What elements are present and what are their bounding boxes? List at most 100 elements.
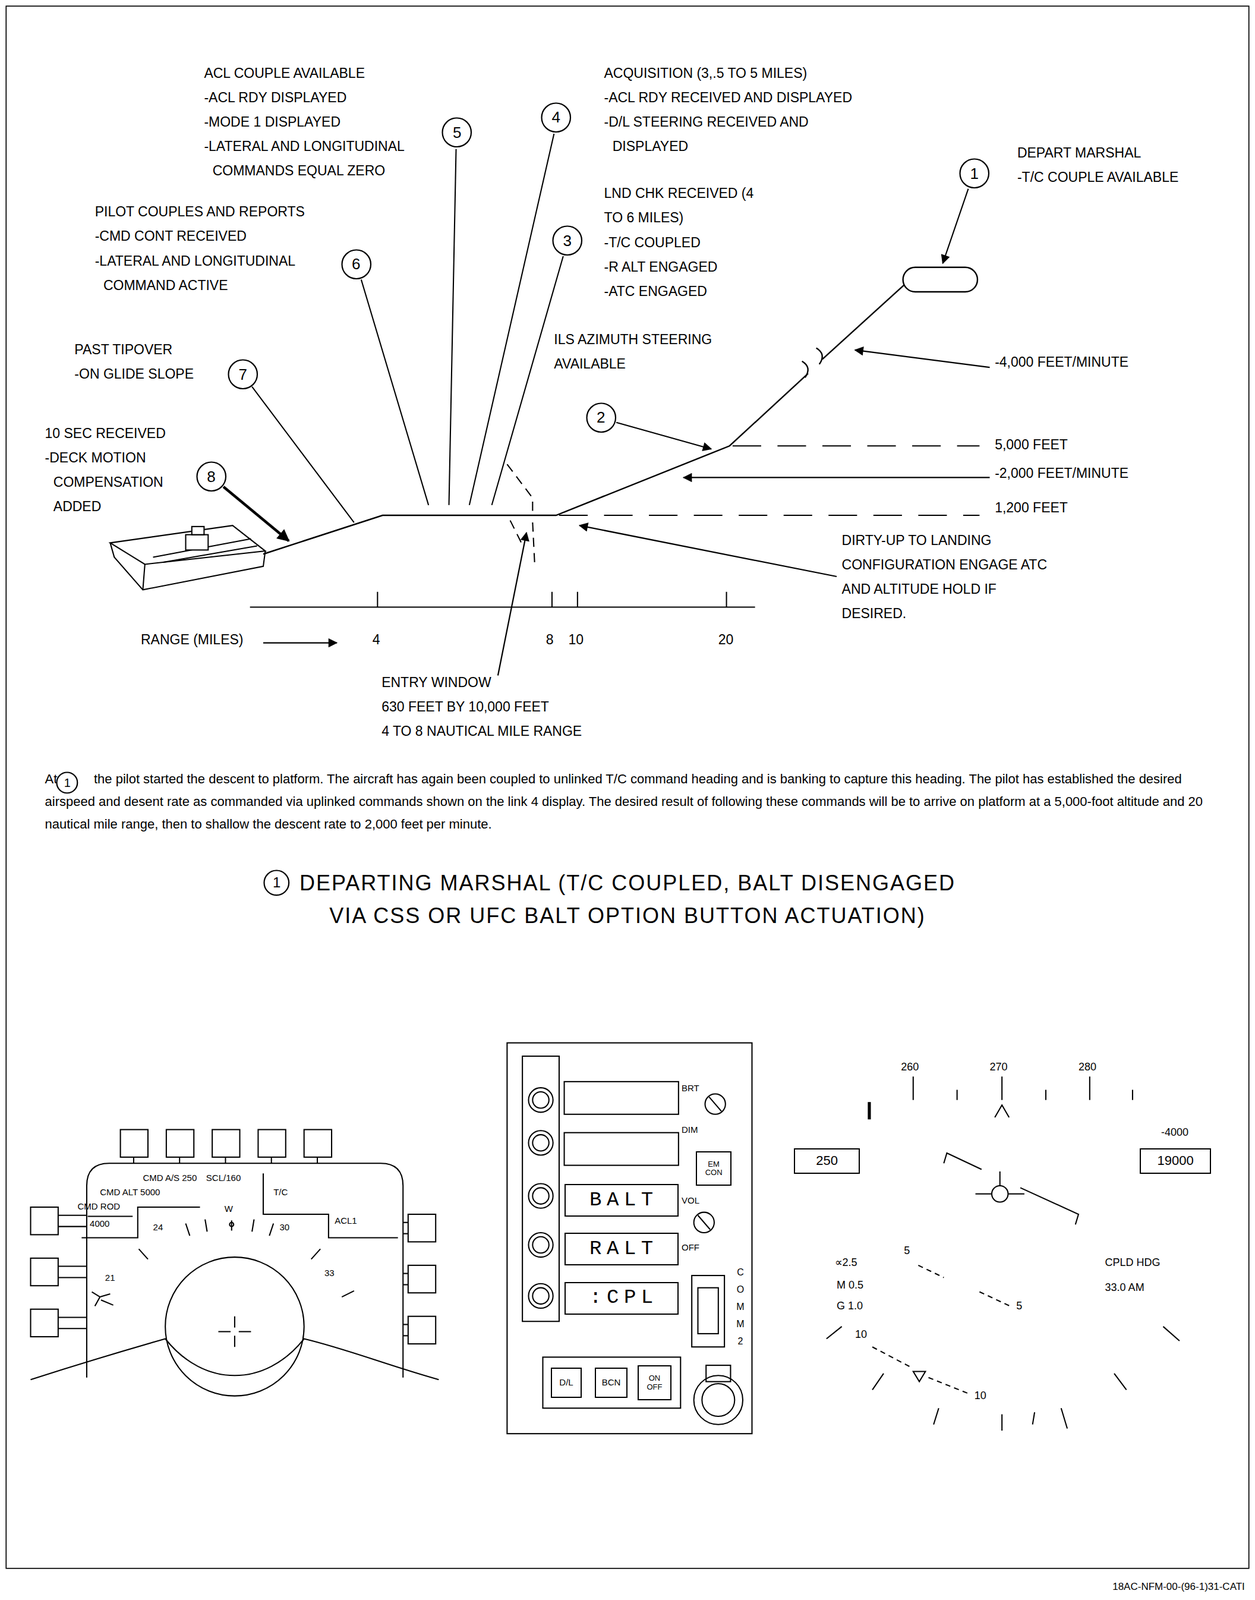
ddi-display — [408, 1213, 436, 1242]
node-text: 19000 — [1156, 1153, 1194, 1168]
hud-display — [872, 1373, 884, 1390]
annotation-text: -DECK MOTION COMPENSATION ADDED — [45, 445, 195, 519]
airspeed-box: 250 — [793, 1148, 861, 1174]
annotation-text: ∝2.5 — [834, 1255, 858, 1269]
ddi-display — [166, 1129, 194, 1157]
annotation-text: -ACL RDY DISPLAYED — [203, 85, 469, 110]
ufc-button: BCN — [594, 1367, 628, 1399]
ddi-display — [30, 1338, 440, 1380]
annotation-text: -ATC ENGAGED — [604, 279, 708, 304]
callout-number: 6 — [351, 255, 361, 273]
annotation-text: SCL/160 — [206, 1171, 241, 1184]
reference-line — [559, 514, 980, 516]
leader-line — [223, 486, 289, 541]
ddi-display — [229, 1222, 234, 1227]
ufc-panel — [532, 1134, 549, 1151]
callout-number: 5 — [452, 124, 462, 142]
ddi-display — [95, 1296, 101, 1306]
ddi-display — [58, 1316, 87, 1318]
leader-line — [616, 422, 712, 450]
ddi-display — [224, 1156, 226, 1163]
annotation-text: 33.0 AM — [1105, 1280, 1145, 1294]
ufc-button: EM CON — [695, 1151, 732, 1186]
ddi-display — [99, 1293, 110, 1297]
annotation-text: CMD A/S 250 — [142, 1171, 197, 1184]
hud-display — [1131, 1089, 1134, 1100]
annotation-text: 18AC-NFM-00-(96-1)31-CATI — [1112, 1580, 1245, 1594]
flight-path — [822, 278, 911, 360]
hud-display — [1001, 1414, 1003, 1431]
figure-title: DEPARTING MARSHAL (T/C COUPLED, BALT DIS… — [285, 866, 970, 932]
ufc-panel — [697, 1215, 711, 1230]
hud-display — [933, 1407, 939, 1424]
callout-circle: 8 — [196, 461, 227, 493]
hud-display — [913, 1370, 926, 1381]
node-text: BCN — [601, 1377, 621, 1388]
flight-path — [903, 267, 978, 292]
pointer-arrow — [683, 476, 990, 478]
leader-line — [361, 279, 429, 505]
leader-line — [469, 133, 555, 506]
annotation-text: DIM — [681, 1124, 699, 1135]
annotation-text: 5 — [903, 1243, 910, 1257]
reference-line — [559, 445, 980, 516]
ddi-display — [120, 1129, 148, 1157]
leader-line — [943, 188, 969, 264]
ufc-panel — [532, 1287, 549, 1304]
ddi-display — [133, 1156, 135, 1163]
circle-outline — [552, 226, 582, 256]
annotation-text: T/C — [273, 1186, 288, 1198]
hud-display — [1045, 1089, 1047, 1100]
ufc-panel — [694, 1375, 743, 1424]
annotation-text: ACL COUPLE AVAILABLE — [203, 61, 469, 86]
circle-outline — [541, 102, 572, 132]
circle-outline — [586, 402, 616, 433]
annotation-text: 20 — [718, 627, 734, 652]
leader-line — [251, 386, 355, 523]
annotation-text: BRT — [681, 1082, 700, 1094]
ddi-display — [402, 1323, 409, 1325]
option-window: :CPL — [564, 1281, 679, 1315]
reference-line — [732, 445, 980, 447]
hud-display — [1032, 1411, 1035, 1425]
hud-display — [975, 1193, 992, 1195]
ddi-display — [81, 1206, 200, 1238]
annotation-text: At — [45, 767, 58, 791]
ddi-display — [257, 1129, 286, 1157]
callout-number: 4 — [552, 108, 561, 126]
callout-number: 2 — [596, 408, 605, 427]
circle-outline — [196, 462, 226, 492]
range-axis — [250, 591, 756, 608]
annotation-text: CMD ROD — [77, 1200, 121, 1213]
annotation-text: 5 — [1016, 1298, 1023, 1313]
annotation-text: 10 — [568, 627, 584, 652]
ddi-display — [402, 1272, 409, 1275]
hud-display — [1020, 1187, 1079, 1225]
carrier-ship — [109, 525, 266, 564]
annotation-text: 4 — [372, 627, 381, 652]
ddi-display — [86, 1162, 403, 1378]
callout-circle: 1 — [263, 869, 290, 897]
annotation-text: 1,200 FEET — [994, 495, 1068, 520]
annotation-text: DEPART MARSHAL — [1017, 140, 1141, 166]
ufc-panel — [528, 1130, 553, 1155]
ddi-display — [251, 1219, 254, 1232]
ddi-display — [304, 1129, 332, 1157]
hud-display — [928, 1377, 970, 1394]
annotation-text: -T/C COUPLE AVAILABLE — [1017, 165, 1179, 190]
carrier-ship — [163, 546, 258, 563]
ddi-display — [402, 1233, 409, 1235]
ddi-display — [212, 1129, 240, 1157]
ddi-display — [58, 1327, 87, 1329]
ufc-panel — [528, 1232, 553, 1257]
ufc-panel — [691, 1275, 725, 1347]
range-axis — [551, 591, 553, 608]
circle-outline — [341, 249, 371, 279]
ufc-panel — [705, 1364, 731, 1381]
range-axis — [576, 591, 579, 608]
ufc-panel — [532, 1187, 549, 1204]
annotation-text: 270 — [989, 1060, 1008, 1074]
annotation-text: 33 — [324, 1266, 335, 1279]
callout-number: 1 — [272, 874, 281, 891]
annotation-text: 280 — [1078, 1060, 1097, 1074]
